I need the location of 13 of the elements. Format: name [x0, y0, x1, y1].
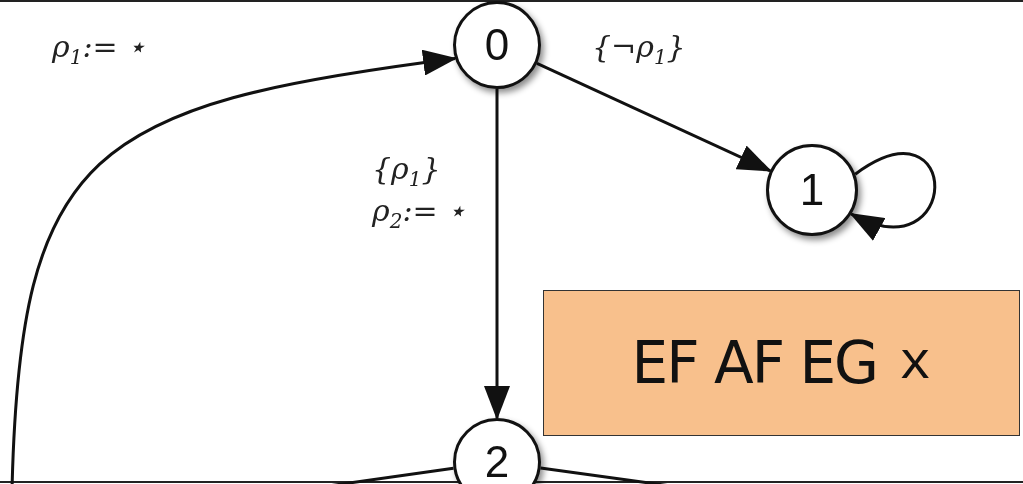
arrow [484, 89, 510, 420]
formula-text: x [899, 332, 932, 394]
state-number: 0 [484, 23, 510, 67]
arrow [849, 152, 937, 239]
state-circle [453, 418, 541, 484]
state-circle [453, 1, 541, 89]
state-number: 2 [484, 440, 510, 484]
arrow [10, 50, 458, 484]
state-circle [766, 144, 858, 236]
arrow [536, 62, 773, 173]
state-number: 1 [799, 168, 825, 212]
formula-text: EF AF EG [631, 329, 878, 397]
formula-box [543, 290, 1020, 436]
